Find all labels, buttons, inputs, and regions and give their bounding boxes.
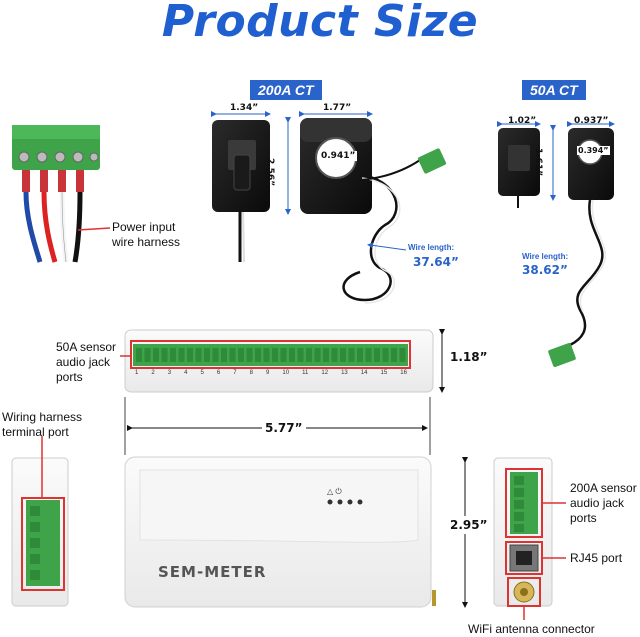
port-number: 15	[380, 370, 388, 376]
sensor-200a-ports-label: 200A sensor audio jack ports	[570, 481, 637, 525]
status-icons: △ ⏻	[327, 487, 342, 497]
terminal-pin	[331, 348, 338, 362]
port-number: 11	[302, 370, 309, 376]
port-number: 12	[321, 370, 329, 376]
terminal-pin	[399, 348, 406, 362]
terminal-pin	[212, 348, 219, 362]
terminal-pin	[391, 348, 397, 362]
ct-50a-wire-length: 38.62”	[522, 263, 568, 277]
port-number: 3	[167, 370, 172, 376]
brand-logo: SEM-METER	[158, 563, 267, 581]
port-number: 10	[282, 370, 290, 376]
terminal-pin	[204, 348, 210, 362]
left-side-graphic	[11, 436, 69, 607]
terminal-pin	[374, 348, 380, 362]
terminal-pin	[187, 348, 193, 362]
terminal-pin	[238, 348, 244, 362]
terminal-pin	[348, 348, 355, 362]
terminal-pin	[255, 348, 261, 362]
ct-200a-badge: 200A CT	[250, 80, 322, 100]
ports-strip-height-dim: 1.18”	[450, 350, 488, 364]
port-number: 7	[233, 370, 237, 376]
main-height-dim: 2.95”	[450, 516, 488, 534]
power-harness-label: Power input wire harness	[112, 220, 181, 249]
terminal-pin	[289, 348, 295, 362]
wiring-harness-port-label: Wiring harness terminal port	[2, 410, 83, 439]
terminal-pin	[161, 348, 168, 362]
terminal-pin	[314, 348, 321, 362]
ct-200a-hole-dim: 0.941”	[319, 151, 358, 161]
ct-200a-width-dim: 1.34”	[230, 103, 259, 113]
port-number: 14	[360, 370, 368, 376]
terminal-pin	[272, 348, 278, 362]
ct-50a-depth-dim: 0.937”	[574, 116, 609, 126]
terminal-pin	[246, 348, 253, 362]
ct-50a-badge: 50A CT	[522, 80, 586, 100]
terminal-pin	[297, 348, 304, 362]
port-number: 9	[266, 370, 270, 376]
port-number: 6	[216, 370, 221, 376]
port-number: 4	[184, 370, 188, 376]
ct-200a-wire-length: 37.64”	[413, 255, 459, 269]
terminal-pin	[170, 348, 176, 362]
wifi-icon: △	[327, 487, 334, 496]
terminal-pin	[263, 348, 270, 362]
terminal-pin	[306, 348, 312, 362]
terminal-pin	[365, 348, 372, 362]
terminal-pin	[221, 348, 227, 362]
port-number: 5	[200, 370, 204, 376]
terminal-pin	[382, 348, 389, 362]
ct-200a-depth-dim: 1.77”	[323, 103, 352, 113]
ct-200a-wire-label: Wire length:	[408, 243, 455, 252]
ct-200a-height-dim: 2.56”	[265, 158, 275, 187]
terminal-pin	[229, 348, 236, 362]
terminal-pin	[340, 348, 346, 362]
ct-200a-graphic	[211, 111, 447, 304]
port-number: 16	[400, 370, 407, 376]
ports-strip-graphic	[120, 329, 445, 455]
terminal-pin	[153, 348, 159, 362]
ct-50a-hole-dim: 0.394”	[577, 146, 610, 155]
terminal-pin	[357, 348, 363, 362]
ct-50a-graphic	[497, 121, 615, 367]
terminal-pin	[144, 348, 151, 362]
right-side-graphic	[493, 457, 566, 620]
port-number: 13	[341, 370, 348, 376]
port-number: 8	[249, 370, 253, 376]
terminal-pin	[136, 348, 142, 362]
main-unit-graphic	[124, 456, 468, 608]
sensor-50a-ports-label: 50A sensor audio jack ports	[56, 340, 117, 384]
power-icon: ⏻	[335, 487, 342, 496]
ct-50a-height-dim: 1.61”	[533, 148, 543, 177]
terminal-pin	[178, 348, 185, 362]
wifi-antenna-label: WiFi antenna connector	[468, 622, 595, 636]
terminal-pin	[323, 348, 329, 362]
ct-50a-width-dim: 1.02”	[508, 116, 537, 126]
main-width-dim: 5.77”	[262, 421, 306, 435]
ct-50a-wire-label: Wire length:	[522, 252, 569, 261]
page-title: Product Size	[161, 0, 479, 47]
port-number: 1	[135, 370, 139, 376]
terminal-pin	[195, 348, 202, 362]
power-harness-graphic	[12, 125, 111, 263]
port-number: 2	[151, 370, 155, 376]
rj45-port-label: RJ45 port	[570, 551, 623, 565]
terminal-pin	[280, 348, 287, 362]
